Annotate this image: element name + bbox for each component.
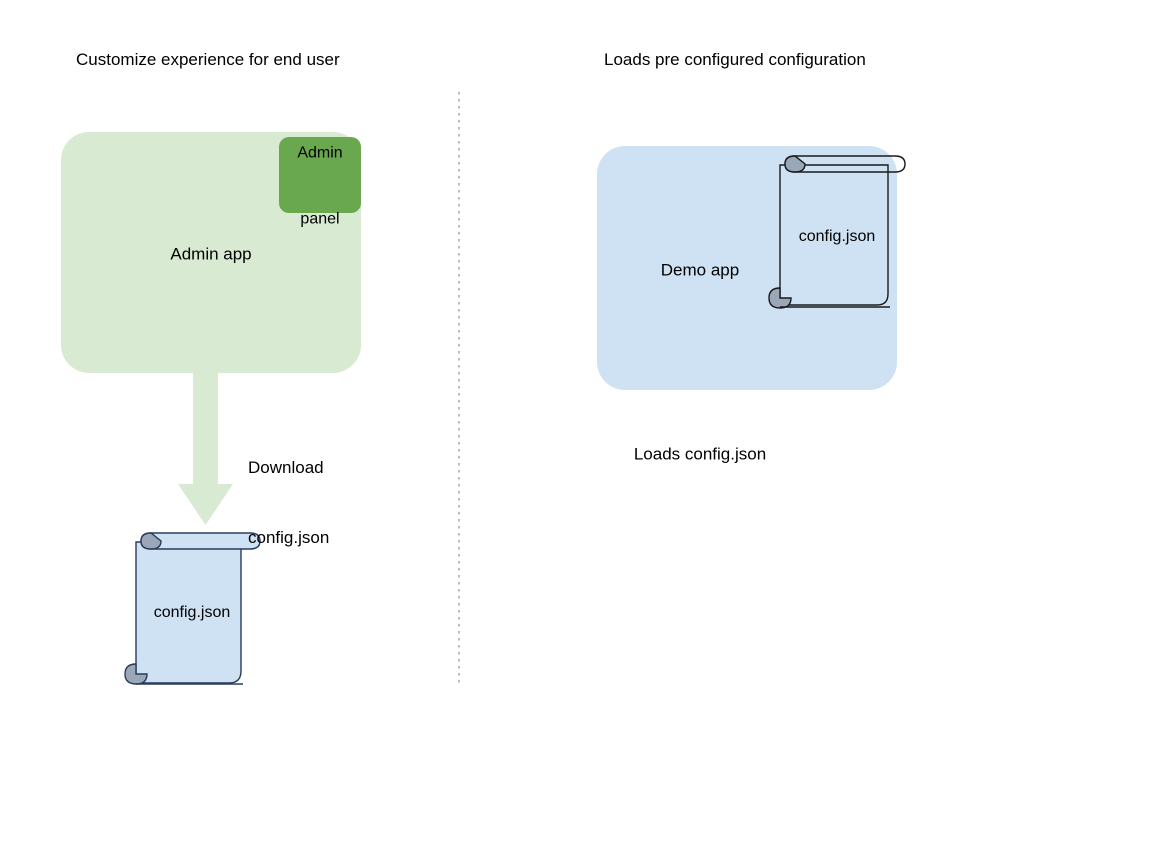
right-config-document[interactable] <box>768 155 906 309</box>
right-document-bottom-curl <box>768 287 792 309</box>
admin-app-label: Admin app <box>170 244 252 264</box>
left-panel-title: Customize experience for end user <box>76 50 340 69</box>
left-config-document[interactable] <box>124 532 261 685</box>
right-document-label: config.json <box>798 227 876 245</box>
admin-panel-label: Admin panel <box>279 99 361 254</box>
right-document-top-curl <box>784 155 806 173</box>
left-document-bottom-curl <box>124 663 148 685</box>
left-document-label: config.json <box>153 603 231 621</box>
admin-panel-label-line1: Admin <box>297 144 343 162</box>
demo-app-label: Demo app <box>660 260 740 280</box>
right-document-body <box>779 164 889 306</box>
download-arrow <box>178 373 233 525</box>
admin-panel-label-line2: panel <box>300 211 340 229</box>
left-document-top-curl <box>140 532 162 550</box>
admin-panel-box[interactable] <box>279 137 361 213</box>
loads-config-caption: Loads config.json <box>633 444 767 464</box>
download-arrow-label: Download config.json <box>248 409 329 573</box>
left-document-body <box>135 541 242 684</box>
download-arrow-label-line2: config.json <box>248 528 330 548</box>
download-arrow-label-line1: Download <box>248 457 324 477</box>
demo-app-box[interactable] <box>597 146 897 390</box>
right-panel-title: Loads pre configured configuration <box>604 50 866 69</box>
